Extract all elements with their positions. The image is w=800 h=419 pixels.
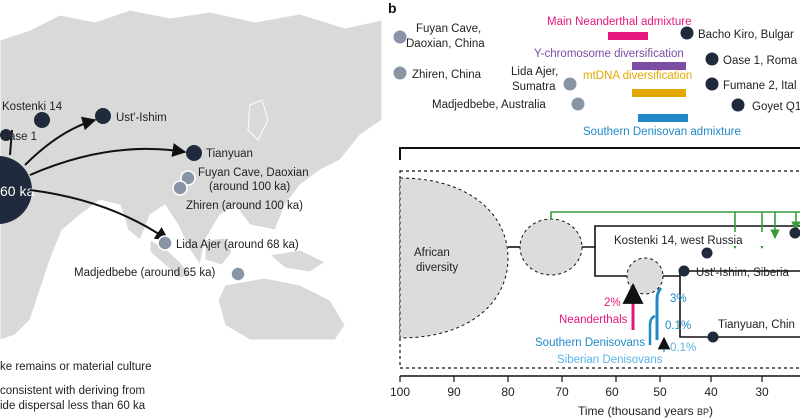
time-axis-ticks bbox=[399, 376, 763, 382]
event-neanderthal-bar bbox=[608, 32, 648, 40]
b-site-zhiren-marker bbox=[393, 66, 407, 80]
source-60ka-circle bbox=[0, 156, 32, 224]
b-site-lidaajer-line2: Sumatra bbox=[512, 81, 556, 93]
b-site-fumane-marker bbox=[705, 77, 719, 91]
panel-a-map: 60 ka Kostenki 14 Oase 1 Ust'-Ishim Tian… bbox=[0, 0, 383, 412]
b-site-zhiren-label: Zhiren, China bbox=[412, 69, 482, 81]
b-site-goyet-marker bbox=[731, 98, 745, 112]
site-fuyan-marker bbox=[180, 170, 196, 186]
b-site-bachokiro-label: Bacho Kiro, Bulgar bbox=[698, 29, 794, 41]
site-zhiren-label: Zhiren (around 100 ka) bbox=[186, 200, 303, 212]
site-zhiren-marker bbox=[172, 180, 188, 196]
timeline-bracket-top bbox=[399, 147, 800, 160]
time-axis-title: Time (thousand years BP) bbox=[578, 404, 713, 418]
admixture-neanderthal-source: Neanderthals bbox=[559, 314, 628, 326]
legend-text-2a: consistent with deriving from bbox=[0, 385, 145, 397]
tick-40: 40 bbox=[704, 385, 718, 399]
b-site-lidaajer-marker bbox=[563, 77, 577, 91]
site-kostenki-marker bbox=[34, 112, 50, 128]
dispersal-arrow-lidaajer bbox=[29, 189, 170, 241]
site-ustishim-marker bbox=[95, 108, 111, 124]
event-mtdna-bar bbox=[632, 89, 686, 97]
african-diversity-line1: African bbox=[414, 247, 450, 259]
southern-denisovan-arrow-01pct bbox=[648, 314, 656, 345]
branch-tianyuan-label: Tianyuan, Chin bbox=[718, 319, 795, 331]
admixture-neanderthal-pct: 2% bbox=[604, 297, 621, 309]
map-island-newguinea bbox=[268, 249, 327, 273]
green-lineage bbox=[550, 211, 800, 249]
admixture-siberian-source: Siberian Denisovans bbox=[557, 354, 663, 366]
b-site-fuyan-line2: Daoxian, China bbox=[406, 38, 485, 50]
b-site-bachokiro-marker bbox=[680, 26, 694, 40]
southern-denisovan-arrow-3pct bbox=[655, 286, 663, 340]
tick-50: 50 bbox=[653, 385, 667, 399]
site-fuyan-label-2: (around 100 ka) bbox=[209, 181, 290, 193]
african-diversity-line2: diversity bbox=[416, 262, 458, 274]
panel-b: b Fuyan Cave, Daoxian, China Zhiren, Chi… bbox=[388, 0, 800, 418]
bottleneck-ellipse-1 bbox=[519, 218, 583, 276]
site-kostenki-label: Kostenki 14 bbox=[2, 101, 63, 113]
node-right-edge bbox=[789, 227, 800, 239]
node-tianyuan bbox=[707, 331, 719, 343]
site-oase-marker bbox=[0, 129, 12, 141]
b-site-madjedbebe-marker bbox=[571, 97, 585, 111]
tianyuan-label-bg bbox=[716, 316, 800, 330]
site-madjedbebe-marker bbox=[230, 266, 246, 282]
center-label: 60 ka bbox=[0, 183, 34, 199]
admixture-siberian-pct: 0.1% bbox=[670, 342, 696, 354]
dispersal-arrow-ustishim bbox=[24, 116, 97, 166]
site-oase-label: Oase 1 bbox=[0, 131, 37, 143]
tick-80: 80 bbox=[501, 385, 515, 399]
event-ychromosome-bar bbox=[632, 62, 686, 70]
map-australia bbox=[217, 277, 346, 341]
tick-30: 30 bbox=[755, 385, 769, 399]
dispersal-arrow-tianyuan bbox=[29, 143, 187, 176]
b-site-fumane-label: Fumane 2, Ital bbox=[723, 80, 797, 92]
site-tianyuan-marker bbox=[186, 145, 202, 161]
site-fuyan-label: Fuyan Cave, Daoxian bbox=[198, 167, 309, 179]
node-ustishim bbox=[678, 265, 690, 277]
kostenki-label-bg bbox=[612, 232, 772, 246]
event-southern-denisovan-bar bbox=[638, 114, 688, 122]
event-mtdna-label: mtDNA diversification bbox=[583, 70, 692, 82]
tick-60: 60 bbox=[605, 385, 619, 399]
admixture-3pct: 3% bbox=[670, 293, 687, 305]
b-site-madjedbebe-label: Madjedbebe, Australia bbox=[432, 99, 546, 111]
site-ustishim-label: Ust'-Ishim bbox=[116, 112, 167, 124]
tick-100: 100 bbox=[390, 385, 410, 399]
panel-b-label: b bbox=[388, 0, 397, 16]
node-kostenki bbox=[701, 247, 713, 259]
event-neanderthal-label: Main Neanderthal admixture bbox=[547, 16, 691, 28]
site-lidaajer-label: Lida Ajer (around 68 ka) bbox=[176, 239, 299, 251]
site-madjedbebe-label: Madjedbebe (around 65 ka) bbox=[74, 267, 215, 279]
b-site-fuyan-marker bbox=[393, 30, 407, 44]
site-lidaajer-marker bbox=[157, 235, 173, 251]
b-site-oase-marker bbox=[705, 52, 719, 66]
b-site-lidaajer-line1: Lida Ajer, bbox=[511, 66, 558, 78]
b-site-goyet-label: Goyet Q1 bbox=[752, 101, 800, 113]
african-diversity-ellipse bbox=[399, 177, 509, 339]
tick-90: 90 bbox=[447, 385, 461, 399]
event-ychromosome-label: Y-chromosome diversification bbox=[534, 48, 684, 60]
branch-ustishim-label: Ust'-Ishim, Siberia bbox=[696, 267, 790, 279]
map-island-borneo bbox=[204, 237, 233, 266]
legend-text-1: ke remains or material culture bbox=[0, 361, 151, 373]
admixture-southern-pct: 0.1% bbox=[665, 320, 691, 332]
admixture-southern-source: Southern Denisovans bbox=[535, 337, 645, 349]
event-southern-denisovan-label: Southern Denisovan admixture bbox=[583, 126, 741, 138]
b-site-fuyan-line1: Fuyan Cave, bbox=[416, 23, 481, 35]
site-tianyuan-label: Tianyuan bbox=[206, 148, 253, 160]
b-site-oase-label: Oase 1, Roma bbox=[723, 55, 798, 67]
map-japan bbox=[247, 99, 269, 141]
branch-kostenki-label: Kostenki 14, west Russia bbox=[614, 235, 743, 247]
tree-frame bbox=[399, 170, 800, 369]
legend-text-2b: ide dispersal less than 60 ka bbox=[0, 400, 146, 412]
tick-70: 70 bbox=[555, 385, 569, 399]
